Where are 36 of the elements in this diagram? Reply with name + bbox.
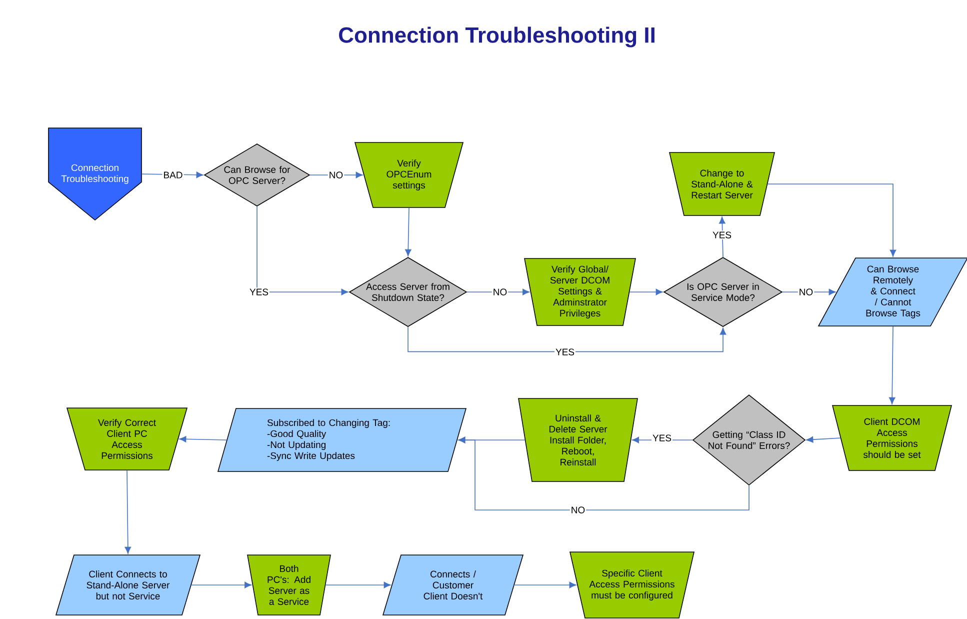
edge-label: NO — [798, 288, 814, 296]
edge-label: YES — [248, 288, 270, 296]
process-trapezoid: Uninstall & Delete Server Install Folder, Reboot, Reinstall — [518, 398, 638, 482]
arrow — [141, 172, 204, 178]
arrow — [806, 436, 841, 443]
process-trapezoid: Change to Stand-Alone & Restart Server — [669, 152, 776, 216]
arrow — [408, 326, 726, 352]
start-pentagon: Connection Troubleshooting — [48, 128, 142, 221]
arrow — [190, 582, 252, 588]
title: Connection Troubleshooting II — [339, 26, 654, 48]
arrow — [632, 436, 694, 444]
arrow — [405, 207, 412, 256]
process-trapezoid: Verify Global/ Server DCOM Settings & Adminstrator Privileges — [524, 258, 636, 326]
arrow — [767, 184, 896, 257]
process-trapezoid: Specific Client Access Permissions must be configured — [570, 552, 695, 618]
arrow — [325, 582, 391, 588]
edge-label: NO — [328, 170, 344, 180]
edge-label: YES — [652, 434, 672, 442]
edge-label: YES — [554, 348, 576, 356]
arrow — [719, 216, 726, 258]
arrow — [179, 436, 228, 442]
edge-label: NO — [570, 506, 586, 514]
arrow — [466, 288, 530, 296]
arrow — [458, 436, 750, 510]
arrow — [256, 206, 348, 296]
arrow — [124, 470, 132, 554]
arrow — [782, 288, 836, 296]
arrow — [629, 288, 663, 296]
process-trapezoid: Both PC's: Add Server as a Service — [247, 554, 331, 616]
arrow — [888, 326, 896, 404]
edge-label: YES — [712, 230, 732, 240]
edge-label: BAD — [162, 170, 184, 180]
process-trapezoid: Client DCOM Access Permissions should be set — [832, 405, 952, 471]
arrow — [514, 582, 576, 588]
arrow — [309, 172, 363, 178]
edge-label: NO — [492, 288, 508, 296]
